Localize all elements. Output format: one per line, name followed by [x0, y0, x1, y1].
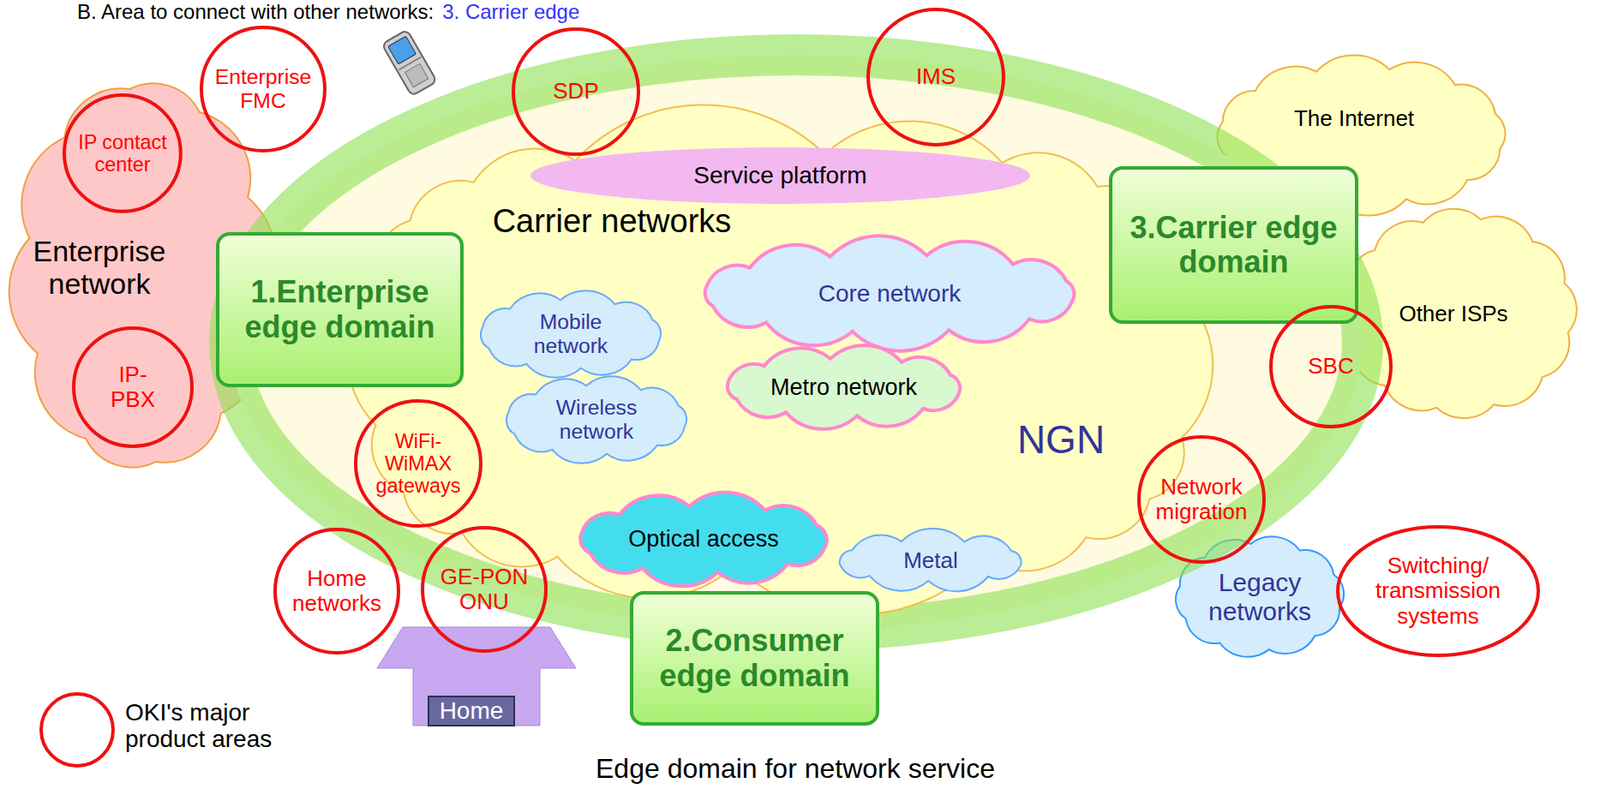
service-platform: Service platform	[530, 147, 1031, 204]
node-label: Metal	[903, 548, 959, 574]
product-ellipse: Switching/ transmission systems	[1336, 525, 1541, 658]
node-label: Enterprise network	[20, 234, 180, 300]
node-label: IP contact center	[74, 131, 171, 176]
node-label: GE-PON ONU	[430, 564, 539, 615]
node-label: The Internet	[1294, 106, 1415, 132]
node-label: IP-PBX	[101, 362, 164, 413]
product-circle: SBC	[1269, 305, 1393, 429]
node-label: IMS	[876, 64, 995, 90]
node-label: Core network	[818, 280, 962, 307]
product-circle: GE-PON ONU	[420, 526, 548, 654]
home-arrow: Home	[377, 627, 576, 726]
product-circle: IP-PBX	[71, 326, 194, 449]
node-label: NGN	[1017, 418, 1105, 463]
node-label: Home networks	[282, 566, 391, 617]
heading-text: B. Area to connect with other networks:	[77, 0, 434, 24]
product-circle: Network migration	[1137, 435, 1266, 564]
heading-row: B. Area to connect with other networks: 3…	[77, 0, 580, 24]
node-label: Edge domain for network service	[595, 754, 995, 786]
network-cloud: Metro network	[703, 351, 984, 424]
network-cloud: Mobile network	[463, 291, 678, 378]
node-label: Other ISPs	[1398, 301, 1508, 327]
product-circle: Enterprise FMC	[199, 25, 327, 153]
node-label: Service platform	[693, 161, 867, 189]
node-label: Mobile network	[502, 310, 640, 358]
node-label: 3.Carrier edge domain	[1114, 210, 1355, 281]
network-cloud: Optical access	[555, 497, 852, 582]
legend-text: OKI's major product areas	[125, 699, 306, 754]
node-label: 2.Consumer edge domain	[635, 623, 875, 694]
node-label: Home	[427, 695, 516, 726]
edge-domain-box: 3.Carrier edge domain	[1108, 166, 1359, 324]
node-label: WiFi-WiMAX gateways	[363, 430, 474, 498]
network-cloud: Core network	[667, 245, 1112, 342]
node-label: Carrier networks	[492, 203, 732, 240]
phone-icon	[375, 25, 444, 99]
node-label: Metro network	[770, 374, 917, 401]
product-circle: IP contact center	[62, 93, 183, 214]
node-label: 1.Enterprise edge domain	[220, 275, 461, 345]
edge-domain-box: 2.Consumer edge domain	[629, 591, 880, 726]
product-circle: WiFi-WiMAX gateways	[353, 399, 483, 528]
network-cloud: Metal	[820, 535, 1041, 587]
heading-text: 3. Carrier edge	[442, 0, 580, 24]
node-label: Network migration	[1146, 474, 1257, 525]
node-label: SDP	[521, 78, 631, 104]
edge-domain-ring: Edge domain for network serviceCarrier n…	[209, 34, 1384, 652]
node-label: SBC	[1278, 353, 1384, 379]
node-label: Legacy networks	[1195, 568, 1325, 626]
node-label: Switching/ transmission systems	[1364, 553, 1512, 629]
product-circle: SDP	[511, 27, 641, 156]
node-label: Enterprise FMC	[209, 65, 318, 113]
product-circle: IMS	[866, 7, 1006, 147]
edge-domain-box: 1.Enterprise edge domain	[215, 232, 464, 388]
node-label: Wireless network	[527, 395, 666, 444]
legend-swatch	[37, 690, 117, 770]
node-label: Optical access	[628, 526, 780, 552]
network-cloud: Wireless network	[489, 377, 704, 463]
product-circle: Home networks	[273, 527, 401, 655]
